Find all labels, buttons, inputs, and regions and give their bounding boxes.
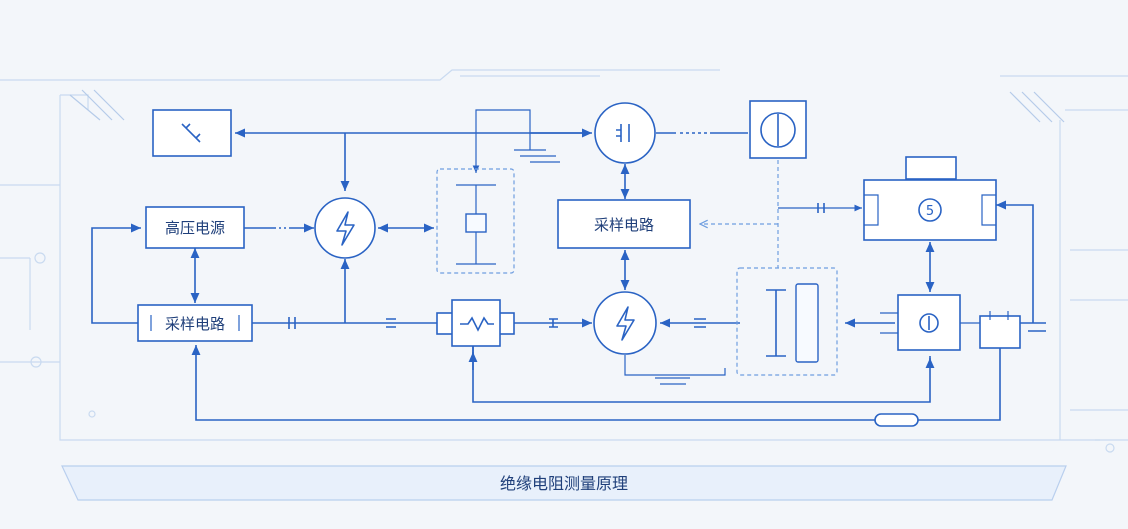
diagram-caption: 绝缘电阻测量原理 <box>500 474 628 493</box>
lightning-icon <box>336 211 355 246</box>
wires <box>91 109 1046 421</box>
sampling-left-block: 采样电路 <box>137 304 253 342</box>
caption-bar: 绝缘电阻测量原理 <box>61 465 1067 501</box>
resistor-block <box>436 299 515 347</box>
left-lightning-node <box>314 197 376 259</box>
dashed-relay-region <box>436 168 515 274</box>
terminal-box <box>979 311 1021 349</box>
decorative-frame <box>0 69 1128 453</box>
gauge-block <box>880 294 980 351</box>
sampling-center-label: 采样电路 <box>594 216 654 234</box>
meter-number: 5 <box>926 204 934 219</box>
center-lightning-node <box>593 291 657 355</box>
top-coupling-node <box>594 102 656 164</box>
lightning-icon-2 <box>616 306 635 341</box>
top-sensor-box <box>749 100 807 159</box>
meter-block: 5 <box>863 156 997 241</box>
electrode-region <box>736 267 838 376</box>
hv-source-label: 高压电源 <box>165 219 225 237</box>
sampling-left-label: 采样电路 <box>165 315 225 333</box>
hv-source-block: 高压电源 <box>145 206 245 249</box>
indicator-box <box>152 109 232 157</box>
sampling-center-block: 采样电路 <box>557 199 691 249</box>
fuse-connector <box>874 413 919 427</box>
